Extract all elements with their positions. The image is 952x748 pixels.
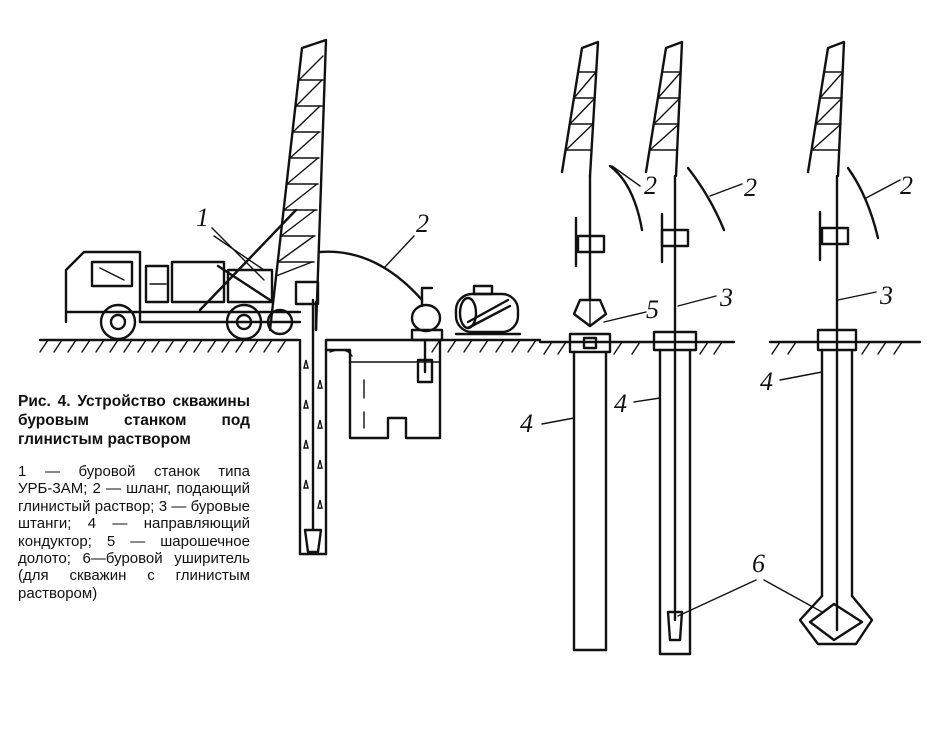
callout-rods-c: 3 [719, 283, 733, 312]
ground-line-a [38, 338, 542, 353]
drilling-truck [64, 250, 302, 341]
mast-b [560, 40, 606, 302]
callout-hose-d: 2 [900, 171, 913, 200]
mud-pump [410, 284, 522, 342]
hose-b [608, 164, 644, 232]
callout-conductor-b: 4 [520, 409, 533, 438]
leader-lines [211, 165, 901, 617]
mud-pit [324, 338, 442, 440]
caption-legend: 1 — буровой станок типа УРБ-3АМ; 2 — шла… [18, 463, 250, 602]
figure-caption: Рис. 4. Устройство скважины буровым стан… [18, 392, 250, 602]
borehole-a [298, 298, 328, 556]
mast-d [806, 40, 850, 632]
borehole-c [652, 330, 698, 656]
callout-hose-c: 2 [744, 173, 757, 202]
callouts: 1 2 2 2 2 3 3 5 4 4 4 6 [196, 171, 913, 578]
reamer-d [808, 602, 864, 642]
mud-hose-a [318, 250, 424, 302]
mast-a [198, 38, 328, 332]
callout-hose-main: 2 [416, 209, 429, 238]
scene-truck-rig [38, 38, 542, 556]
ball-bit [572, 298, 608, 328]
borehole-d [798, 328, 874, 646]
reamer-c [666, 610, 684, 642]
borehole-b [568, 332, 612, 652]
callout-rig: 1 [196, 203, 209, 232]
callout-hose-b: 2 [644, 171, 657, 200]
callout-rods-d: 3 [879, 281, 893, 310]
scene-drill-rods [644, 40, 726, 656]
callout-conductor-c: 4 [614, 389, 627, 418]
caption-title: Рис. 4. Устройство скважины буровым стан… [18, 393, 250, 448]
hose-d [846, 166, 880, 240]
scene-ball-bit [538, 40, 736, 652]
callout-conductor-d: 4 [760, 367, 773, 396]
hose-c [686, 166, 726, 232]
callout-reamer: 6 [752, 549, 765, 578]
callout-bit: 5 [646, 295, 659, 324]
mast-c [644, 40, 690, 622]
scene-reamer [768, 40, 922, 646]
